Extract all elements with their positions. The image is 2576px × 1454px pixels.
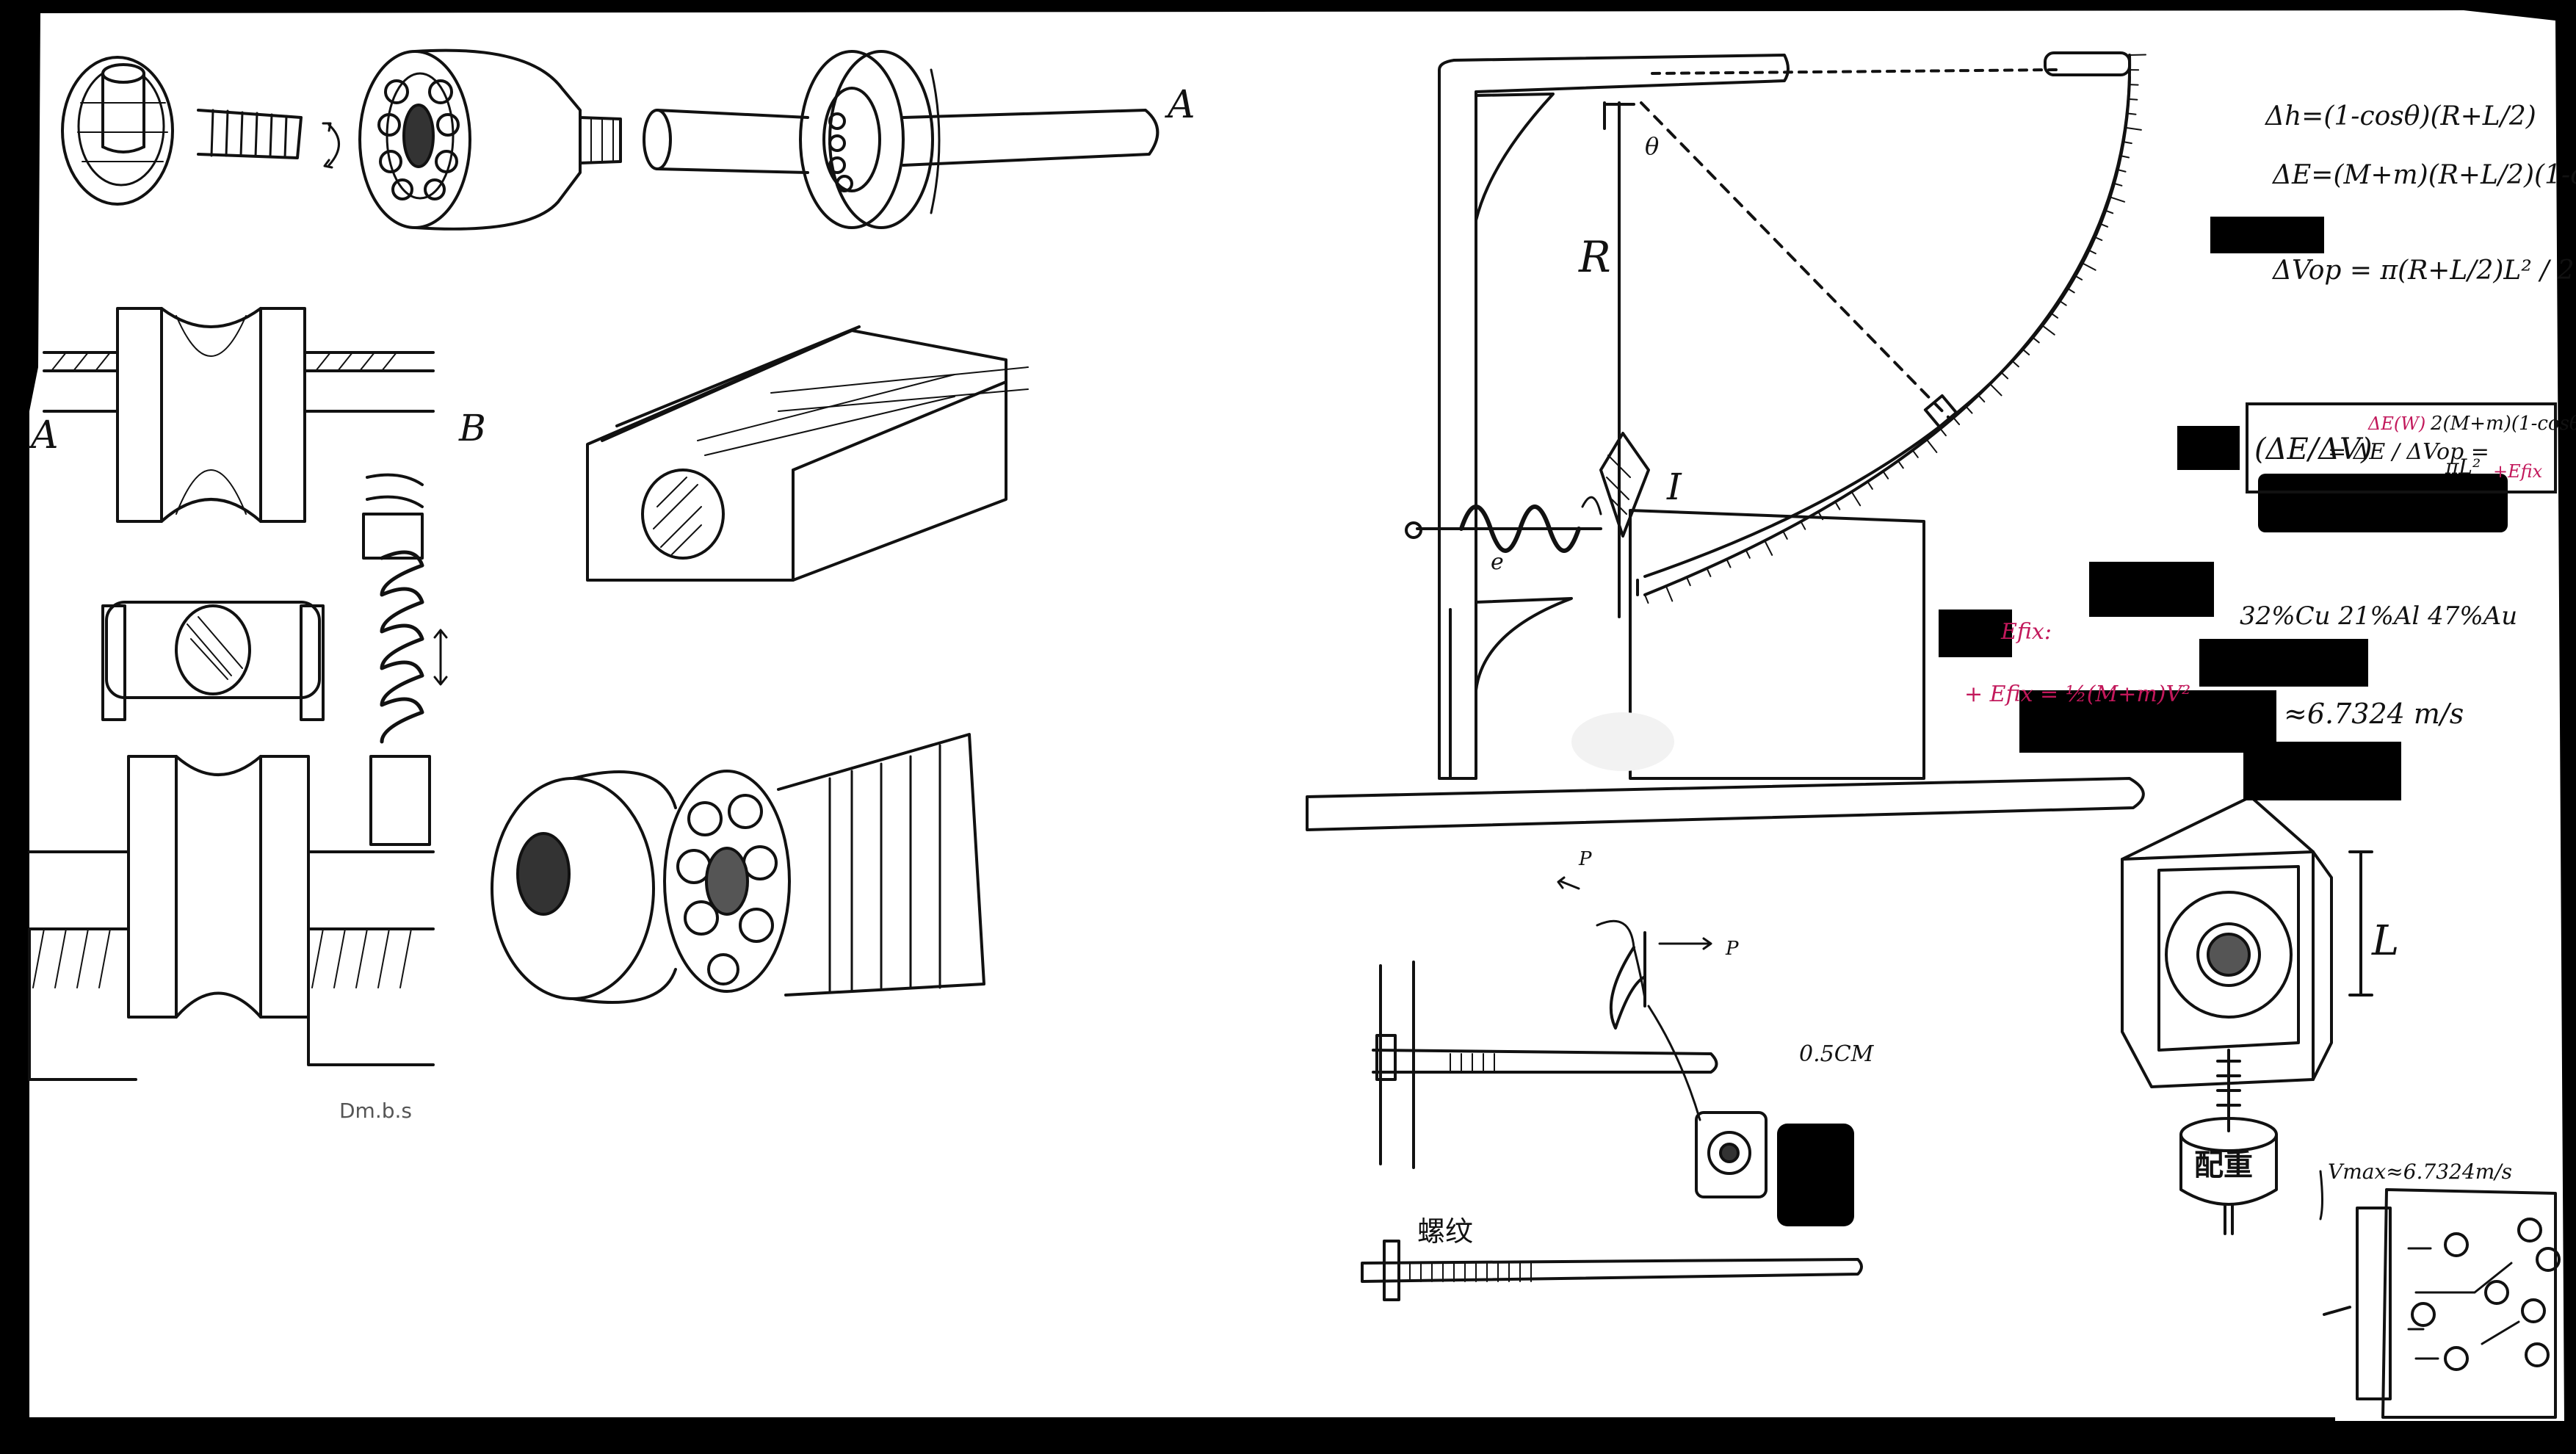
label-p-right: P xyxy=(1725,938,1739,960)
formula-efix: + Efix = ½(M+m)V² xyxy=(1964,681,2190,707)
label-a-left: A xyxy=(28,413,59,457)
arc-tick xyxy=(2127,113,2136,114)
formula-vmax: Vmax≈6.7324m/s xyxy=(2328,1160,2512,1184)
formula-dv: ΔVop = π(R+L/2)L² / 2 xyxy=(2271,256,2575,286)
frame-window xyxy=(1571,712,1674,771)
formula-ratio-num-red: ΔE(W) xyxy=(2367,413,2425,434)
formula-dh: Δh=(1-cosθ)(R+L/2) xyxy=(2264,101,2536,131)
arc-tick xyxy=(2130,84,2138,85)
label-l: L xyxy=(2371,917,2399,965)
formula-ratio-tail-red: +Efix xyxy=(2493,461,2543,482)
label-thread: 螺纹 xyxy=(1417,1215,1473,1248)
arc-tick xyxy=(2128,99,2137,100)
label-a-top: A xyxy=(1165,83,1195,127)
label-i: I xyxy=(1666,466,1682,508)
label-weight: 配重 xyxy=(2194,1149,2253,1182)
label-b-left: B xyxy=(458,407,486,449)
formula-speed: ≈6.7324 m/s xyxy=(2284,698,2464,730)
formula-ratio-den: πL² xyxy=(2445,455,2481,479)
label-measure: 0.5CM xyxy=(1799,1041,1875,1067)
label-p-top: P xyxy=(1578,848,1592,870)
label-r: R xyxy=(1578,232,1611,282)
label-stamp: Dm.b.s xyxy=(339,1099,412,1123)
formula-ratio-num: 2(M+m)(1-cosθ) xyxy=(2430,413,2576,435)
formula-alloy: 32%Cu 21%Al 47%Au xyxy=(2240,601,2517,631)
label-spring-e: e xyxy=(1491,549,1504,575)
label-theta: θ xyxy=(1645,132,1659,160)
formula-efix-label: Efix: xyxy=(2000,619,2052,645)
formula-de: ΔE=(M+m)(R+L/2)(1-cosθ) xyxy=(2271,160,2576,190)
